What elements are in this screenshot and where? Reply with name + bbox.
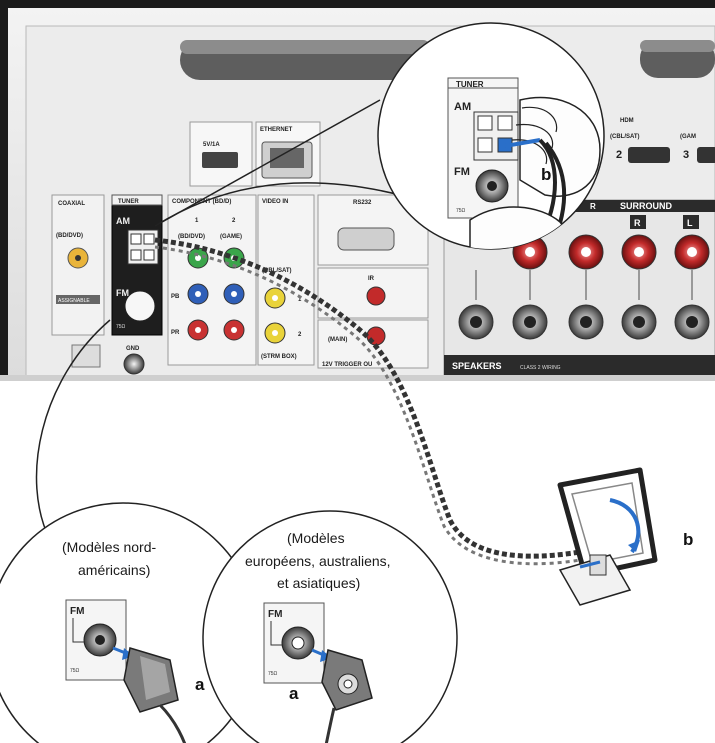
zoom-left-fm-label: FM — [70, 606, 84, 617]
speakers-sub-label: CLASS 2 WIRING — [520, 365, 561, 371]
speaker-terminals-bottom — [458, 304, 710, 340]
hdmi-3-label: 3 — [683, 149, 689, 161]
callout-b-top: b — [541, 165, 551, 184]
coaxial-sub-label: (BD/DVD) — [56, 233, 83, 239]
caption-europe-line2: européens, australiens, — [245, 553, 391, 569]
video-1: 1 — [298, 297, 302, 303]
receiver-rear-panel: ETHERNET 5V/1A COAXIAL (BD/DVD) ASSIGNAB… — [0, 0, 715, 381]
callout-a-left: a — [195, 675, 205, 694]
video-2: 2 — [298, 332, 302, 338]
zoom-right-ohm-label: 75Ω — [268, 671, 278, 677]
zoom-fm-label: FM — [454, 166, 470, 178]
caption-north-america-line2: américains) — [78, 562, 150, 578]
surround-label: SURROUND — [620, 201, 673, 211]
component-1: 1 — [195, 218, 199, 224]
gnd-label: GND — [126, 346, 140, 352]
am-label: AM — [116, 216, 130, 226]
caption-europe-line1: (Modèles — [287, 530, 345, 546]
pr-label: PR — [171, 330, 180, 336]
tuner-label: TUNER — [118, 199, 139, 205]
speaker-terminals-top — [512, 234, 710, 270]
hdmi-cbl-label: (CBL/SAT) — [610, 134, 640, 140]
surround-r-label: R — [634, 218, 641, 228]
pb-label: PB — [171, 294, 180, 300]
caption-europe-line3: et asiatiques) — [277, 575, 360, 591]
video-in-label: VIDEO IN — [262, 199, 288, 205]
usb-label: 5V/1A — [203, 142, 220, 148]
gnd-terminal — [123, 353, 145, 375]
surround-l-label: L — [687, 218, 693, 228]
main-label: (MAIN) — [328, 337, 347, 343]
rs232-port — [337, 227, 395, 251]
assignable-label: ASSIGNABLE — [58, 298, 90, 304]
am-loop-antenna: b — [557, 467, 693, 606]
trigger-label: 12V TRIGGER OU — [322, 362, 372, 368]
fm-terminal — [124, 290, 156, 322]
zoom-fm-europe-australia-asia: (Modèles européens, australiens, et asia… — [202, 510, 458, 743]
callout-a-right: a — [289, 684, 299, 703]
hdmi-game-label: (GAM — [680, 134, 696, 140]
rs232-label: RS232 — [353, 200, 372, 206]
callout-b-loop: b — [683, 530, 693, 549]
fm-label: FM — [116, 288, 129, 298]
ohm-label: 75Ω — [116, 324, 126, 330]
component-2: 2 — [232, 218, 236, 224]
ir-label: IR — [368, 276, 375, 282]
zoom-tuner-label: TUNER — [456, 80, 484, 89]
speakers-label: SPEAKERS — [452, 361, 502, 371]
ethernet-label: ETHERNET — [260, 127, 293, 133]
component-2-sub: (GAME) — [220, 234, 242, 240]
hdmi-2-label: 2 — [616, 149, 622, 161]
component-1-sub: (BD/DVD) — [178, 234, 205, 240]
coaxial-label: COAXIAL — [58, 201, 85, 207]
hdmi-label: HDM — [620, 118, 634, 124]
caption-north-america-line1: (Modèles nord- — [62, 539, 156, 555]
front-r-label: R — [590, 202, 596, 211]
zoom-am-terminal: TUNER AM FM 75Ω b — [154, 22, 605, 250]
video-2-sub: (STRM BOX) — [261, 354, 297, 360]
zoom-fm-north-america: (Modèles nord- américains) FM 75Ω a — [0, 502, 259, 743]
zoom-ohm-label: 75Ω — [456, 208, 466, 214]
usb-port — [202, 152, 238, 168]
zoom-left-ohm-label: 75Ω — [70, 668, 80, 674]
zoom-am-label: AM — [454, 101, 471, 113]
zoom-right-fm-label: FM — [268, 609, 282, 620]
video-in-sub: (CBL/SAT) — [262, 268, 292, 274]
am-antenna-cable — [154, 237, 581, 566]
